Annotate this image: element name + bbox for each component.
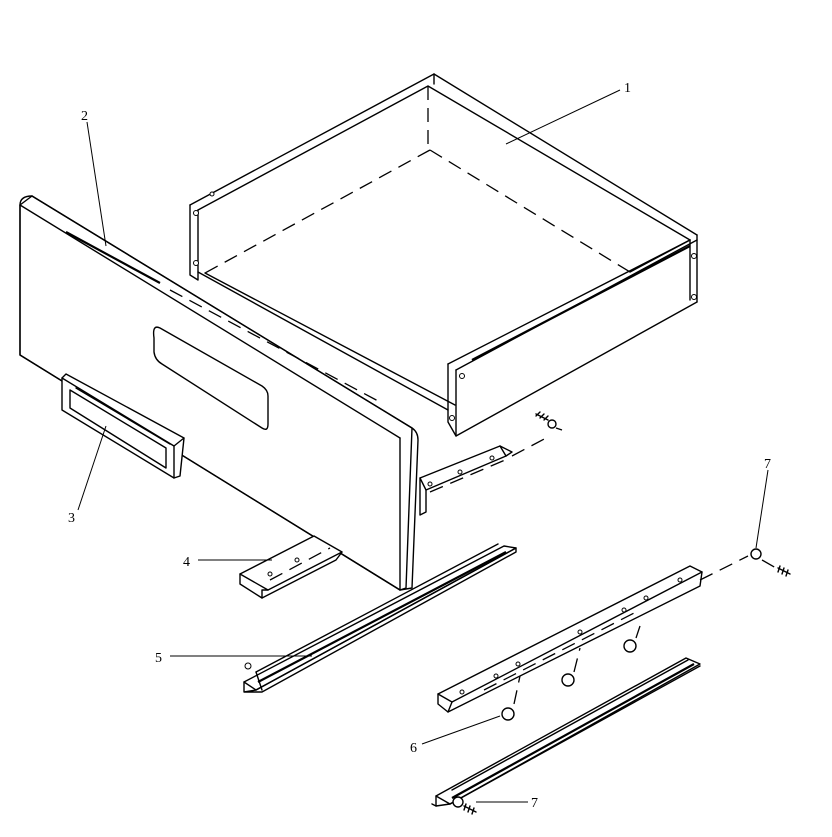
callout-1: 1 xyxy=(624,81,631,96)
callout-7-lower: 7 xyxy=(531,796,538,811)
nuts-6 xyxy=(501,625,641,721)
callout-2: 2 xyxy=(81,109,88,124)
callout-labels: 1 2 3 4 5 6 7 7 xyxy=(68,81,771,811)
slide-bracket-rear xyxy=(419,445,513,516)
callout-7-upper: 7 xyxy=(764,457,771,472)
screw-upper xyxy=(511,411,563,457)
drawer-box xyxy=(189,73,698,437)
leader-lines xyxy=(77,89,769,803)
rail-5 xyxy=(243,543,517,693)
callout-5: 5 xyxy=(155,651,162,666)
callout-6: 6 xyxy=(410,741,417,756)
side-bracket-right xyxy=(437,565,703,713)
rail-right-lower xyxy=(431,657,701,807)
callout-3: 3 xyxy=(68,511,75,526)
callout-4: 4 xyxy=(183,555,190,570)
screws-7 xyxy=(452,548,791,815)
slide-bracket-4 xyxy=(239,535,343,599)
drawer-handle xyxy=(61,373,185,479)
drawer-front-panel xyxy=(19,195,419,591)
